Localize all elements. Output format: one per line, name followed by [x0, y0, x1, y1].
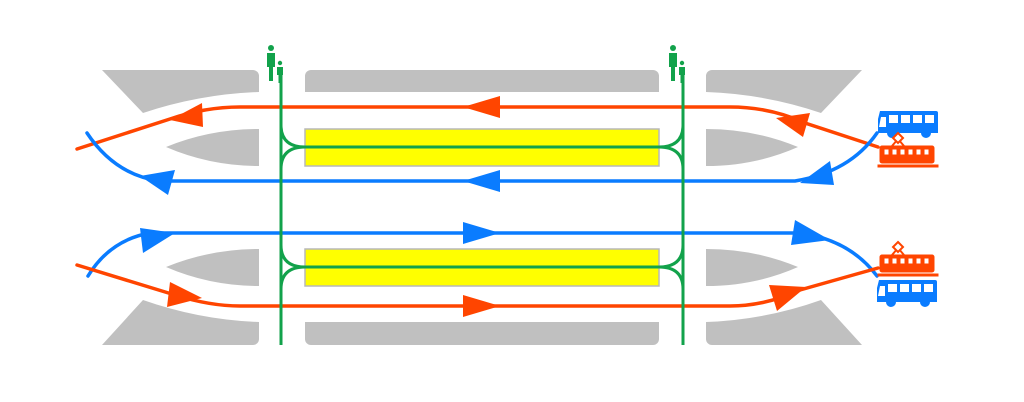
- arrow-left-icon: [463, 96, 500, 118]
- pedestrian-link-bottom: [279, 244, 685, 290]
- pedestrian-link-top: [279, 124, 685, 170]
- island-top-right: [706, 70, 862, 113]
- bus-route-westbound: [85, 131, 879, 183]
- pedestrian-adult-child-icon: [267, 45, 283, 83]
- arrow-right-icon: [463, 222, 500, 244]
- arrow-left-icon: [463, 170, 500, 192]
- arrow-right-icon: [463, 295, 500, 317]
- island-top-center: [305, 70, 659, 92]
- island-bottom-right: [706, 300, 862, 345]
- route-arrows: [140, 96, 834, 317]
- arrow-right-icon: [140, 228, 175, 253]
- arrow-right-icon: [167, 282, 202, 307]
- bus-icon: [878, 111, 938, 138]
- arrow-left-icon: [800, 161, 834, 185]
- arrow-left-icon: [170, 103, 203, 127]
- pedestrian-adult-child-icon: [669, 45, 685, 83]
- arrow-left-icon: [776, 113, 810, 137]
- bus-icon: [877, 280, 937, 307]
- arrow-right-icon: [769, 285, 806, 311]
- traffic-islands: [102, 70, 862, 345]
- island-bottom-center: [305, 322, 659, 345]
- island-top-left: [102, 70, 259, 113]
- island-bottom-left: [102, 300, 259, 345]
- tram-icon: [877, 241, 939, 277]
- island-median-right-bottom: [706, 249, 798, 286]
- arrow-left-icon: [140, 170, 175, 195]
- pedestrian-paths: [279, 70, 685, 345]
- island-median-left-bottom: [166, 249, 259, 286]
- island-median-left-top: [166, 129, 259, 166]
- arrow-right-icon: [791, 220, 830, 245]
- island-median-right-top: [706, 129, 798, 166]
- tram-icon: [877, 132, 939, 168]
